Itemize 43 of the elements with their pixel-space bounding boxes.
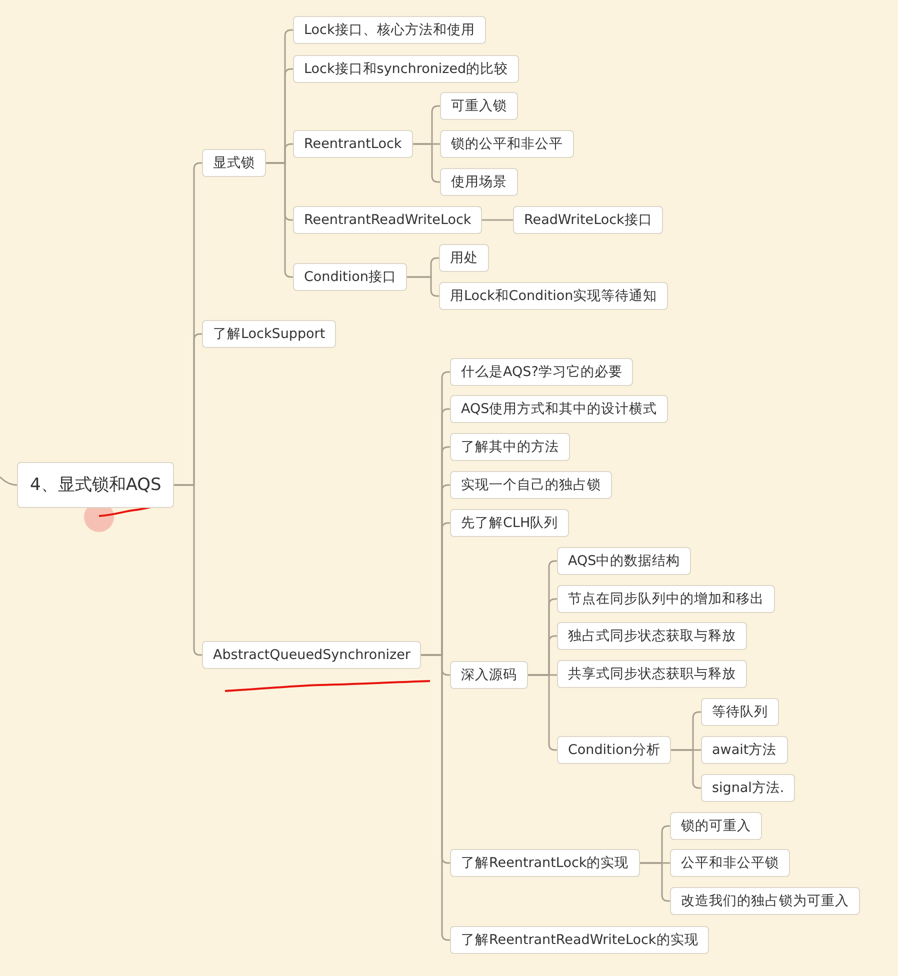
connector-line	[0, 476, 18, 486]
topic-box: 了解LockSupport	[202, 320, 336, 348]
topic-box: 等待队列	[701, 698, 779, 726]
topic-box: 什么是AQS?学习它的必要	[450, 358, 634, 386]
connector-line	[407, 276, 439, 297]
topic-box: 深入源码	[450, 661, 528, 689]
topic-box: 了解ReentrantReadWriteLock的实现	[450, 926, 710, 954]
topic-box: 节点在同步队列中的增加和移出	[557, 585, 775, 613]
topic-box: ReentrantReadWriteLock	[293, 206, 482, 234]
topic-box: 实现一个自己的独占锁	[450, 471, 612, 499]
topic-box: 使用场景	[440, 168, 518, 196]
topic-box: 锁的可重入	[670, 812, 762, 840]
topic-box: AQS使用方式和其中的设计横式	[450, 395, 668, 423]
topic-box: ReadWriteLock接口	[513, 206, 664, 234]
central-topic: 4、显式锁和AQS	[17, 462, 174, 508]
topic-box: 先了解CLH队列	[450, 509, 570, 537]
topic-box: 锁的公平和非公平	[440, 130, 574, 158]
connector-line	[482, 219, 513, 221]
topic-box: Lock接口、核心方法和使用	[293, 16, 486, 44]
topic-box: 用处	[439, 244, 489, 272]
connector-line	[640, 862, 670, 902]
topic-box: 显式锁	[202, 149, 266, 177]
topic-box: 共享式同步状态获职与释放	[557, 660, 747, 688]
connector-line	[413, 143, 440, 183]
connector-line	[421, 654, 450, 941]
topic-box: 公平和非公平锁	[670, 849, 790, 877]
topic-box: 独占式同步状态获取与释放	[557, 622, 747, 650]
topic-box: signal方法.	[701, 774, 796, 802]
topic-box: await方法	[701, 736, 788, 764]
topic-box: 可重入锁	[440, 92, 518, 120]
connector-line	[174, 484, 202, 656]
topic-box: ReentrantLock	[293, 130, 413, 158]
topic-box: 用Lock和Condition实现等待通知	[439, 282, 668, 310]
topic-box: 了解ReentrantLock的实现	[450, 849, 640, 877]
topic-box: 了解其中的方法	[450, 433, 570, 461]
topic-box: Lock接口和synchronized的比较	[293, 55, 520, 83]
topic-box: 改造我们的独占锁为可重入	[670, 887, 860, 915]
topic-box: AQS中的数据结构	[557, 547, 692, 575]
topic-box: AbstractQueuedSynchronizer	[202, 641, 422, 669]
topic-box: Condition分析	[557, 736, 672, 764]
connector-line	[671, 749, 701, 789]
connector-line	[528, 674, 557, 751]
topic-box: Condition接口	[293, 263, 408, 291]
